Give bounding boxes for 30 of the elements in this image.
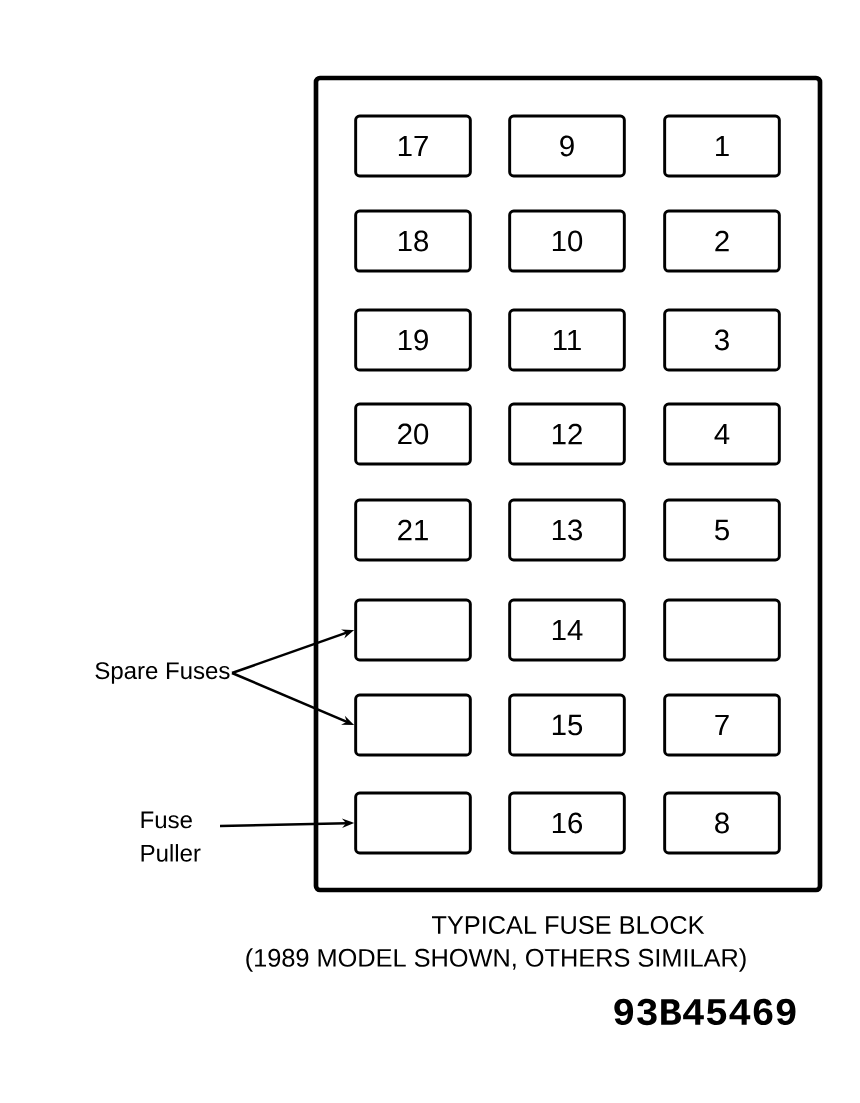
fuse-box: 11 xyxy=(508,308,626,372)
fuse-box: 9 xyxy=(508,114,626,178)
fuse-box: 16 xyxy=(508,791,626,855)
fuse-box: 17 xyxy=(354,114,472,178)
fuse-box: 13 xyxy=(508,498,626,562)
fuse-box: 19 xyxy=(354,308,472,372)
fuse-box: 18 xyxy=(354,209,472,273)
figure-code: 93B45469 xyxy=(614,998,796,1026)
fuse-box xyxy=(354,693,472,757)
fuse-box: 20 xyxy=(354,402,472,466)
fuse-box xyxy=(663,598,781,662)
fuse-box: 7 xyxy=(663,693,781,757)
fuse-box: 5 xyxy=(663,498,781,562)
fuse-box: 4 xyxy=(663,402,781,466)
fuse-box: 8 xyxy=(663,791,781,855)
fuse-box: 21 xyxy=(354,498,472,562)
fuse-box xyxy=(354,598,472,662)
caption-text: (1989 MODEL SHOWN, OTHERS SIMILAR) xyxy=(246,948,746,972)
fuse-box: 12 xyxy=(508,402,626,466)
callout-label: Fuse Puller xyxy=(141,811,201,862)
fuse-box: 10 xyxy=(508,209,626,273)
fuse-box: 15 xyxy=(508,693,626,757)
fuse-box: 1 xyxy=(663,114,781,178)
fuse-box: 3 xyxy=(663,308,781,372)
fuse-box: 2 xyxy=(663,209,781,273)
fuse-block-outline xyxy=(313,75,823,893)
callout-label: Spare Fuses xyxy=(95,662,230,684)
fuse-box xyxy=(354,791,472,855)
caption-text: TYPICAL FUSE BLOCK xyxy=(432,916,705,934)
fuse-box: 14 xyxy=(508,598,626,662)
